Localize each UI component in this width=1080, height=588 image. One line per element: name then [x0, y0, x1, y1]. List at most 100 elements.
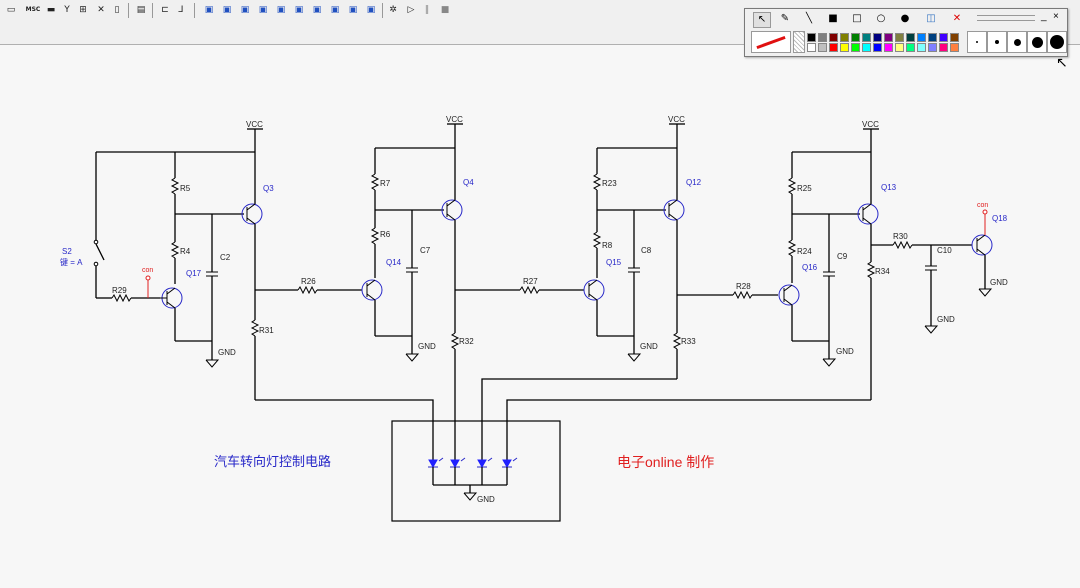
color-swatch[interactable]: [807, 33, 816, 42]
Q13-label: Q13: [881, 183, 897, 192]
Q14-label: Q14: [386, 258, 402, 267]
color-swatch[interactable]: [895, 43, 904, 52]
open-icon[interactable]: [7, 3, 19, 17]
minimize-icon[interactable]: _: [1041, 11, 1047, 22]
transparent-swatch[interactable]: [793, 31, 805, 53]
cursor-icon[interactable]: ↖: [753, 12, 771, 28]
simulate-gear-icon[interactable]: ✲: [389, 5, 397, 15]
component-7-icon[interactable]: ▣: [312, 5, 322, 15]
color-swatch[interactable]: [939, 33, 948, 42]
color-swatch[interactable]: [895, 33, 904, 42]
color-swatch[interactable]: [818, 33, 827, 42]
filled-rect-icon[interactable]: ■: [828, 13, 838, 24]
R31-label: R31: [259, 326, 274, 335]
color-swatch[interactable]: [873, 33, 882, 42]
new-icon[interactable]: ▭: [6, 5, 16, 15]
gnd-label-6: GND: [990, 278, 1008, 287]
color-swatch[interactable]: [928, 33, 937, 42]
tape-icon[interactable]: ▯: [114, 5, 120, 15]
color-swatch[interactable]: [928, 43, 937, 52]
R23-label: R23: [602, 179, 617, 188]
close-icon[interactable]: ×: [1053, 11, 1059, 22]
component-3-icon[interactable]: ▣: [240, 5, 250, 15]
netlist-icon[interactable]: ▤: [136, 5, 146, 15]
step-icon[interactable]: ⅃: [178, 5, 184, 15]
color-swatch[interactable]: [884, 33, 893, 42]
color-swatch[interactable]: [829, 43, 838, 52]
color-swatch[interactable]: [950, 33, 959, 42]
line-icon[interactable]: ╲: [805, 13, 813, 24]
component-8-icon[interactable]: ▣: [330, 5, 340, 15]
vcc-label-3: VCC: [668, 115, 685, 124]
R26-label: R26: [301, 277, 316, 286]
pause-icon[interactable]: ‖: [424, 5, 430, 15]
C10-label: C10: [937, 246, 952, 255]
save-icon[interactable]: ▬: [46, 5, 56, 15]
clear-icon[interactable]: ✕: [952, 13, 962, 24]
stage-3: VCC R23 R8 Q15 C8 GND Q12: [583, 115, 778, 379]
grid-icon[interactable]: ⊞: [79, 5, 87, 15]
pen-size-2[interactable]: [987, 31, 1007, 53]
color-swatch[interactable]: [862, 33, 871, 42]
color-swatch[interactable]: [829, 33, 838, 42]
color-swatch[interactable]: [917, 33, 926, 42]
Q4-label: Q4: [463, 178, 474, 187]
color-swatch[interactable]: [840, 43, 849, 52]
Q16-label: Q16: [802, 263, 818, 272]
antenna-icon[interactable]: Y: [64, 5, 70, 15]
Q18-label: Q18: [992, 214, 1008, 223]
R33-label: R33: [681, 337, 696, 346]
rect-icon[interactable]: □: [852, 13, 862, 24]
R32-label: R32: [459, 337, 474, 346]
component-5-icon[interactable]: ▣: [276, 5, 286, 15]
color-swatch[interactable]: [906, 33, 915, 42]
R5-label: R5: [180, 184, 191, 193]
vcc-label-4: VCC: [862, 120, 879, 129]
color-swatch[interactable]: [873, 43, 882, 52]
component-10-icon[interactable]: ▣: [366, 5, 376, 15]
color-swatch[interactable]: [807, 43, 816, 52]
color-swatch[interactable]: [818, 43, 827, 52]
color-swatch[interactable]: [939, 43, 948, 52]
Q17-label: Q17: [186, 269, 202, 278]
current-pen-preview[interactable]: [751, 31, 791, 53]
R25-label: R25: [797, 184, 812, 193]
pen-size-4[interactable]: [1027, 31, 1047, 53]
connector-icon[interactable]: ⊏: [161, 5, 169, 15]
stop-icon[interactable]: ■: [440, 5, 450, 15]
component-2-icon[interactable]: ▣: [222, 5, 232, 15]
R30-label: R30: [893, 232, 908, 241]
Q15-label: Q15: [606, 258, 622, 267]
pencil-icon[interactable]: ✎: [780, 13, 790, 24]
component-9-icon[interactable]: ▣: [348, 5, 358, 15]
pen-size-1[interactable]: [967, 31, 987, 53]
probe-icon[interactable]: ✕: [97, 5, 105, 15]
component-6-icon[interactable]: ▣: [294, 5, 304, 15]
misc-icon[interactable]: MSC: [25, 6, 41, 13]
filled-ellipse-icon[interactable]: ●: [900, 13, 910, 24]
color-swatch[interactable]: [884, 43, 893, 52]
R7-label: R7: [380, 179, 391, 188]
color-swatch[interactable]: [906, 43, 915, 52]
pen-size-3[interactable]: [1007, 31, 1027, 53]
color-swatch[interactable]: [851, 33, 860, 42]
drawing-palette: ↖ ✎ ╲ ■ □ ○ ● ◫ ✕ _ ×: [744, 8, 1068, 57]
run-icon[interactable]: ▷: [407, 5, 415, 15]
color-swatch[interactable]: [917, 43, 926, 52]
stage-2: VCC R7 R6 Q14 C7 GND Q4: [361, 115, 584, 460]
gnd-label-1: GND: [218, 348, 236, 357]
component-1-icon[interactable]: ▣: [204, 5, 214, 15]
schematic-canvas: VCC S2 键 = A R29 con R5 R4: [60, 115, 1008, 522]
color-swatch[interactable]: [950, 43, 959, 52]
color-swatch[interactable]: [840, 33, 849, 42]
component-4-icon[interactable]: ▣: [258, 5, 268, 15]
eraser-icon[interactable]: ◫: [926, 13, 936, 24]
ellipse-icon[interactable]: ○: [876, 13, 886, 24]
R8-label: R8: [602, 241, 613, 250]
gnd-label-5: GND: [937, 315, 955, 324]
palette-title-grip[interactable]: [977, 15, 1035, 21]
color-swatch[interactable]: [862, 43, 871, 52]
R4-label: R4: [180, 247, 191, 256]
pen-size-5[interactable]: [1047, 31, 1067, 53]
color-swatch[interactable]: [851, 43, 860, 52]
